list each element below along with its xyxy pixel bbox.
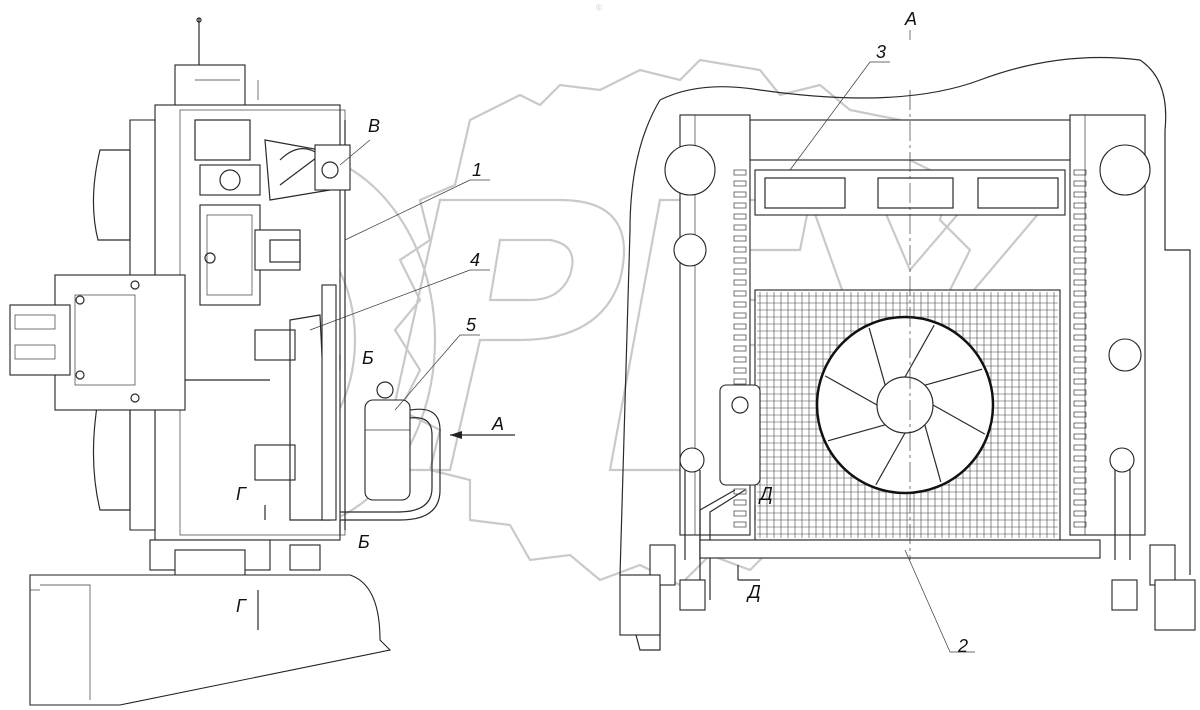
side-view <box>9 17 515 706</box>
fan-blades <box>824 324 986 486</box>
callout-3: 3 <box>876 42 886 62</box>
callout-d: Д <box>758 484 773 504</box>
callout-g-top: Г <box>236 484 247 504</box>
callout-5: 5 <box>466 315 477 335</box>
front-view-a <box>619 30 1196 653</box>
callout-v: В <box>368 116 380 136</box>
callout-b-bottom: Б <box>358 532 370 552</box>
fan-icon <box>815 315 995 495</box>
arrow-a-label: А <box>491 414 504 434</box>
callout-b-top: Б <box>362 348 374 368</box>
callout-g-bottom: Г <box>236 596 247 616</box>
callout-1: 1 <box>472 160 482 180</box>
callout-d-left: Д <box>746 582 761 602</box>
copyright-mark: ⓒ <box>596 4 602 12</box>
callout-4: 4 <box>470 250 480 270</box>
view-a-title: А <box>904 9 917 29</box>
callout-2: 2 <box>957 636 968 656</box>
